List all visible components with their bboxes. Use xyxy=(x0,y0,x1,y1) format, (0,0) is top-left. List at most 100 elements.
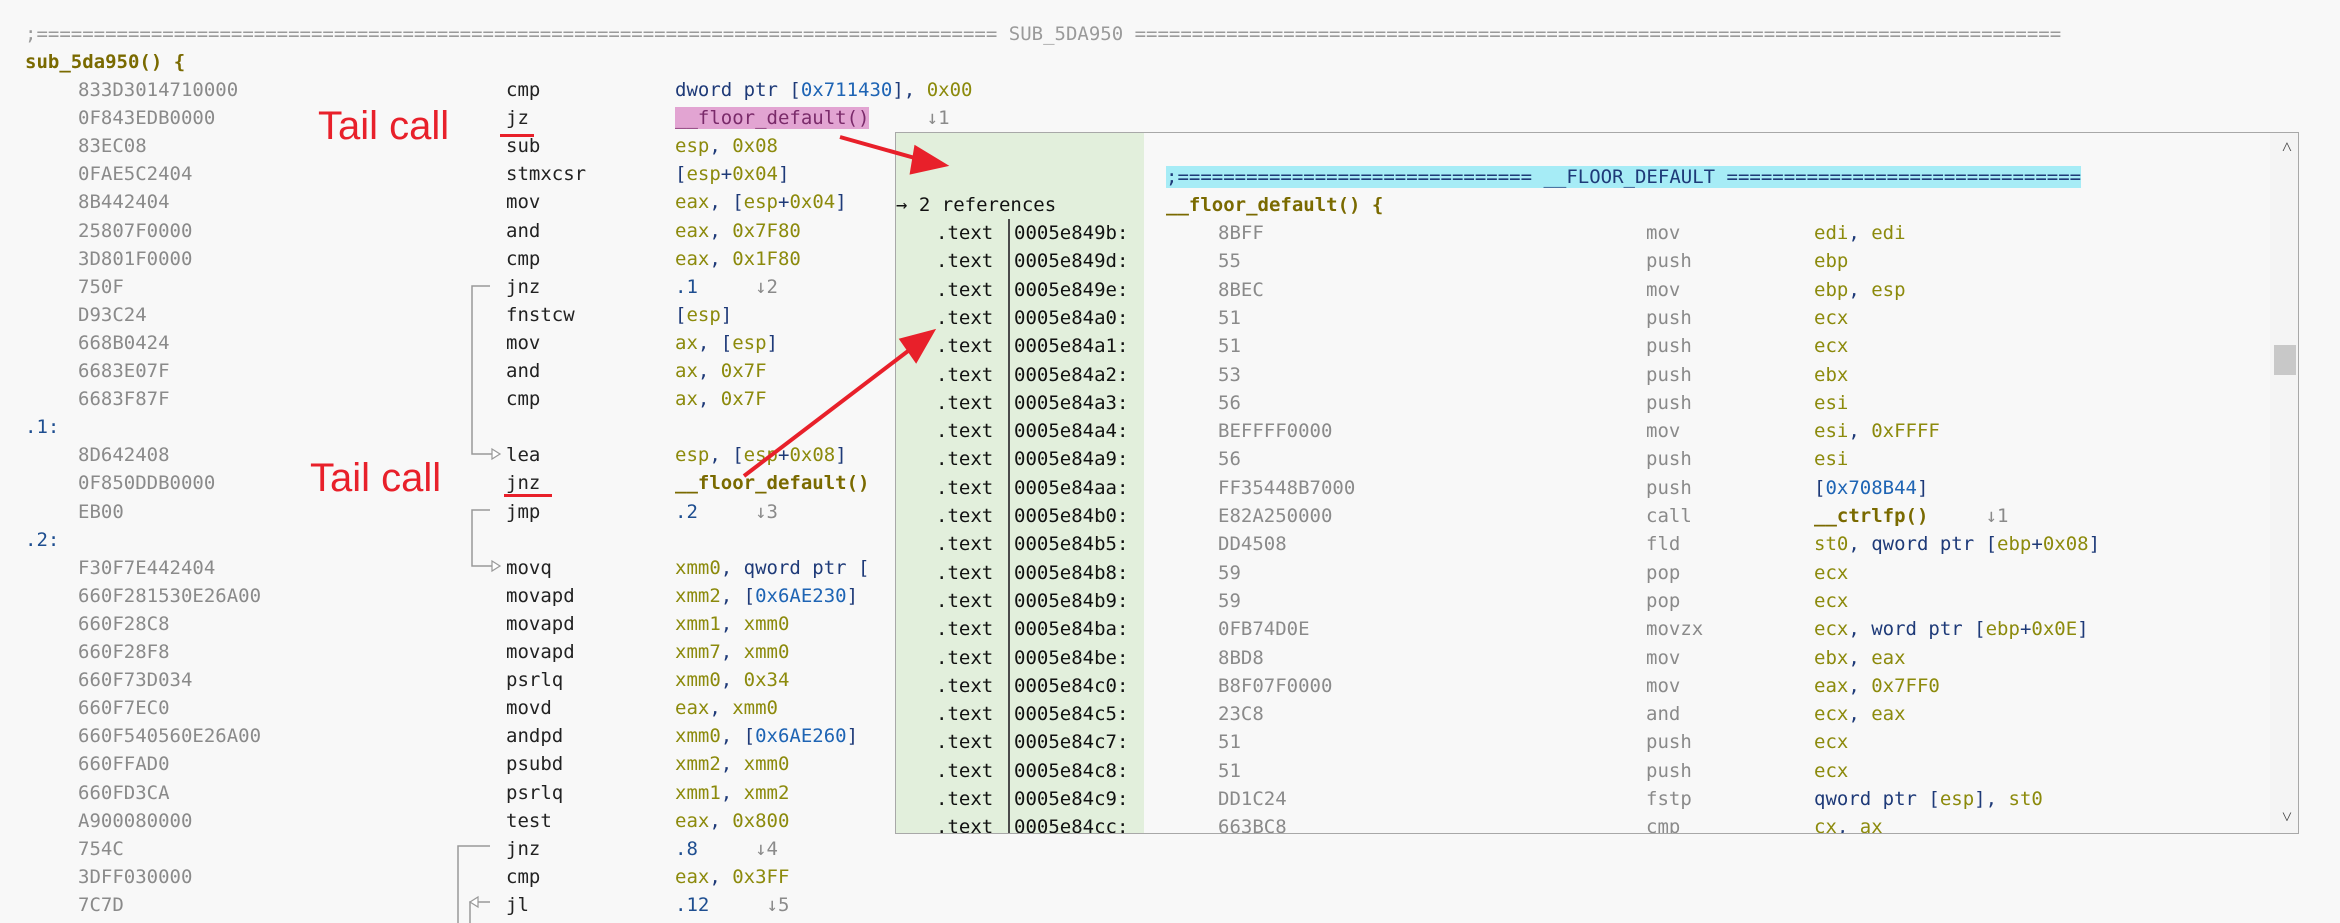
instruction-mnemonic: movd xyxy=(506,697,552,720)
instruction-operands[interactable]: cx, ax xyxy=(1814,813,1883,833)
operand-token[interactable]: __floor_default() xyxy=(675,107,870,130)
instruction-operands[interactable]: edi, edi xyxy=(1814,219,1906,247)
instruction-operands[interactable]: eax, [esp+0x04] xyxy=(675,188,847,216)
instruction-operands[interactable]: __ctrlfp() ↓1 xyxy=(1814,502,2008,530)
instruction-operands[interactable]: eax, 0x7FF0 xyxy=(1814,672,1940,700)
address[interactable]: 0005e84b5: xyxy=(1014,533,1129,556)
instruction-operands[interactable]: esp, 0x08 xyxy=(675,132,778,160)
instruction-operands[interactable]: [esp+0x04] xyxy=(675,160,789,188)
instruction-operands[interactable]: ax, 0x7F xyxy=(675,357,767,385)
instruction-operands[interactable]: xmm1, xmm2 xyxy=(675,779,789,807)
address[interactable]: 0005e84c8: xyxy=(1014,759,1129,782)
code-label[interactable]: .2: xyxy=(25,528,60,551)
address[interactable]: 0005e84be: xyxy=(1014,646,1129,669)
instruction-mnemonic: jnz xyxy=(506,472,541,495)
instruction-operands[interactable]: ax, 0x7F xyxy=(675,385,767,413)
instruction-bytes: 660F281530E26A00 xyxy=(78,584,262,607)
instruction-operands[interactable]: ebp, esp xyxy=(1814,276,1906,304)
address[interactable]: 0005e84a3: xyxy=(1014,391,1129,414)
instruction-operands[interactable]: st0, qword ptr [ebp+0x08] xyxy=(1814,530,2100,558)
instruction-operands[interactable]: [esp] xyxy=(675,301,732,329)
operand-token: ] xyxy=(846,725,859,748)
instruction-operands[interactable]: ecx xyxy=(1814,332,1848,360)
instruction-operands[interactable]: ecx xyxy=(1814,728,1848,756)
address[interactable]: 0005e84ba: xyxy=(1014,618,1129,641)
instruction-operands[interactable]: xmm2, xmm0 xyxy=(675,750,789,778)
operand-token[interactable]: .8 xyxy=(675,837,698,860)
instruction-operands[interactable]: eax, xmm0 xyxy=(675,694,778,722)
address[interactable]: 0005e84a1: xyxy=(1014,335,1129,358)
address[interactable]: 0005e84b0: xyxy=(1014,505,1129,527)
instruction-operands[interactable]: .1 ↓2 xyxy=(675,273,778,301)
instruction-operands[interactable]: ecx xyxy=(1814,587,1848,615)
instruction-operands[interactable]: xmm7, xmm0 xyxy=(675,638,789,666)
operand-token[interactable]: .2 xyxy=(675,500,698,523)
function-label[interactable]: sub_5da950() { xyxy=(25,51,186,73)
instruction-bytes: 51 xyxy=(1218,306,1241,329)
instruction-operands[interactable]: ecx xyxy=(1814,757,1848,785)
instruction-operands[interactable]: esi, 0xFFFF xyxy=(1814,417,1940,445)
instruction-operands[interactable]: ecx xyxy=(1814,304,1848,332)
instruction-operands[interactable]: xmm0, 0x34 xyxy=(675,666,789,694)
address[interactable]: 0005e84c0: xyxy=(1014,674,1129,697)
instruction-operands[interactable]: esi xyxy=(1814,389,1848,417)
instruction-operands[interactable]: eax, 0x800 xyxy=(675,807,789,835)
code-label[interactable]: .1: xyxy=(25,416,60,439)
reference-preview-popup[interactable]: ;=============================== __FLOOR… xyxy=(895,132,2299,834)
address[interactable]: 0005e84aa: xyxy=(1014,476,1129,499)
instruction-mnemonic: mov xyxy=(1646,222,1681,244)
address[interactable]: 0005e84c9: xyxy=(1014,788,1129,810)
instruction-operands[interactable]: ebp xyxy=(1814,247,1848,275)
operand-token[interactable]: __ctrlfp() xyxy=(1814,505,1929,527)
address[interactable]: 0005e84cc: xyxy=(1014,816,1129,834)
operand-token: esp xyxy=(675,135,710,158)
instruction-operands[interactable]: ebx xyxy=(1814,361,1848,389)
instruction-operands[interactable]: xmm2, [0x6AE230] xyxy=(675,582,858,610)
instruction-operands[interactable]: ecx xyxy=(1814,559,1848,587)
popup-function-label[interactable]: __floor_default() { xyxy=(1166,194,1384,216)
operand-token: , [ xyxy=(720,584,756,607)
address[interactable]: 0005e84a2: xyxy=(1014,363,1129,386)
instruction-operands[interactable]: .12 ↓5 xyxy=(675,891,789,919)
address[interactable]: 0005e84b8: xyxy=(1014,561,1129,584)
address[interactable]: 0005e84a0: xyxy=(1014,306,1129,329)
instruction-operands[interactable]: eax, 0x1F80 xyxy=(675,245,801,273)
chevron-down-icon[interactable]: ˅ xyxy=(2281,807,2292,828)
instruction-operands[interactable]: ecx, word ptr [ebp+0x0E] xyxy=(1814,615,2089,643)
address[interactable]: 0005e84c5: xyxy=(1014,703,1129,726)
address[interactable]: 0005e849d: xyxy=(1014,250,1129,273)
instruction-operands[interactable]: .2 ↓3 xyxy=(675,498,778,526)
instruction-operands[interactable]: xmm0, qword ptr [ xyxy=(675,554,870,582)
operand-token: + xyxy=(777,444,790,467)
instruction-operands[interactable]: xmm0, [0x6AE260] xyxy=(675,722,858,750)
address[interactable]: 0005e849e: xyxy=(1014,278,1129,301)
instruction-bytes: 0FB74D0E xyxy=(1218,618,1310,641)
popup-scrollbar[interactable]: ˄ ˅ xyxy=(2270,133,2298,833)
instruction-operands[interactable]: [0x708B44] xyxy=(1814,474,1928,502)
scrollbar-thumb[interactable] xyxy=(2274,345,2296,375)
address[interactable]: 0005e84a4: xyxy=(1014,420,1129,443)
instruction-operands[interactable]: ecx, eax xyxy=(1814,700,1906,728)
address[interactable]: 0005e84b9: xyxy=(1014,589,1129,612)
instruction-operands[interactable]: eax, 0x3FF xyxy=(675,863,789,891)
instruction-operands[interactable]: .8 ↓4 xyxy=(675,835,778,863)
instruction-operands[interactable]: eax, 0x7F80 xyxy=(675,217,801,245)
instruction-operands[interactable]: xmm1, xmm0 xyxy=(675,610,789,638)
instruction-operands[interactable]: dword ptr [0x711430], 0x00 xyxy=(675,76,972,104)
operand-token[interactable]: __floor_default() xyxy=(675,472,870,495)
instruction-operands[interactable]: __floor_default() xyxy=(675,469,869,497)
operand-token[interactable]: .12 xyxy=(675,893,710,916)
address[interactable]: 0005e849b: xyxy=(1014,222,1129,244)
instruction-operands[interactable]: qword ptr [esp], st0 xyxy=(1814,785,2043,813)
segment-name: .text xyxy=(936,589,994,612)
references-count[interactable]: → 2 references xyxy=(896,194,1057,216)
instruction-operands[interactable]: ax, [esp] xyxy=(675,329,778,357)
address[interactable]: 0005e84c7: xyxy=(1014,731,1129,754)
instruction-operands[interactable]: esi xyxy=(1814,445,1848,473)
instruction-operands[interactable]: ebx, eax xyxy=(1814,644,1906,672)
address[interactable]: 0005e84a9: xyxy=(1014,448,1129,471)
instruction-operands[interactable]: esp, [esp+0x08] xyxy=(675,441,847,469)
chevron-up-icon[interactable]: ˄ xyxy=(2281,137,2292,158)
operand-token[interactable]: .1 xyxy=(675,275,698,298)
instruction-operands[interactable]: __floor_default() ↓1 xyxy=(675,104,950,132)
